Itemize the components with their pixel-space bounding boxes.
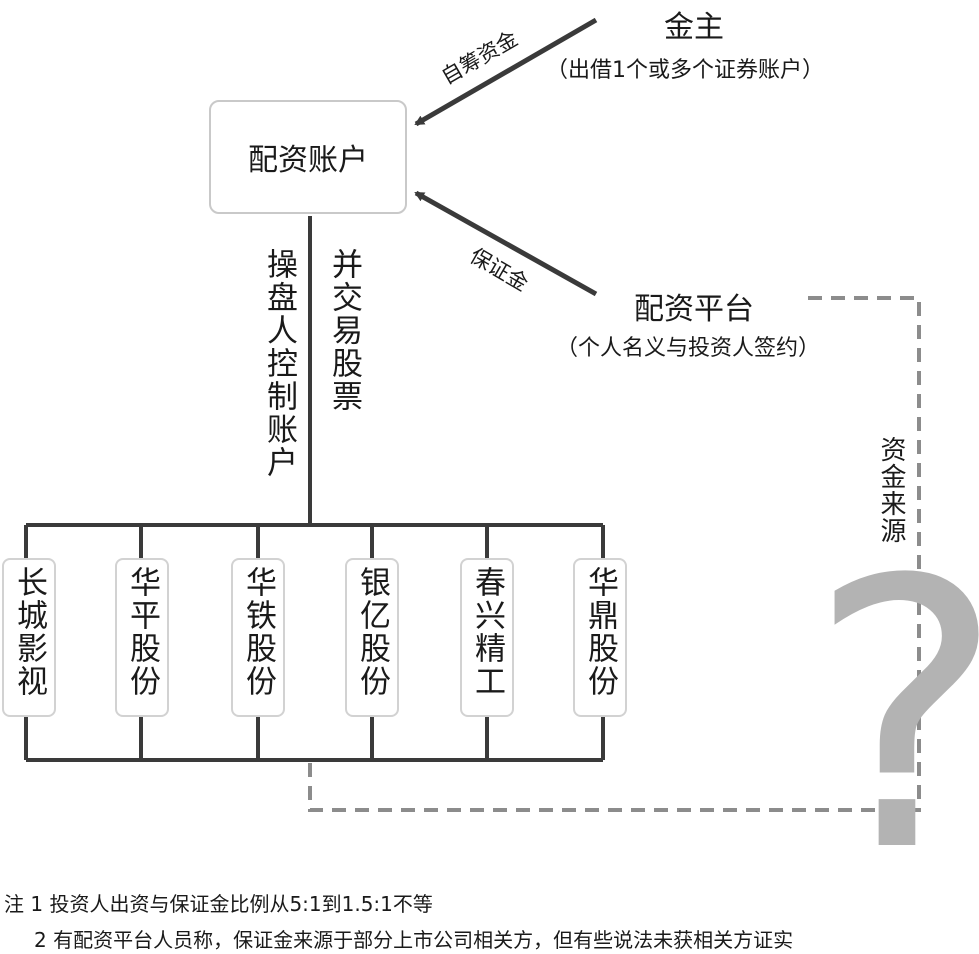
stock-box: 银亿股份 [345,558,399,717]
margin-account-label: 配资账户 [248,143,368,178]
operator-control-label: 操盘人控制账户 [261,248,297,479]
margin-account-box: 配资账户 [209,100,407,214]
stock-box: 春兴精工 [460,558,514,717]
stock-box: 长城影视 [2,558,56,717]
footnote-2: 2 有配资平台人员称，保证金来源于部分上市公司相关方，但有些说法未获相关方证实 [34,928,794,952]
stock-box: 华平股份 [115,558,169,717]
fund-source-label: 资金来源 [876,436,906,544]
stock-connectors [24,525,605,760]
footnote-1: 注 1 投资人出资与保证金比例从5:1到1.5:1不等 [4,892,433,916]
unknown-source-question-mark: ? [808,533,979,903]
trade-stocks-label: 并交易股票 [326,248,362,413]
stock-name: 华铁股份 [240,566,276,698]
stock-name: 春兴精工 [469,566,505,698]
margin-arrow [414,190,598,297]
stock-name: 华平股份 [124,566,160,698]
fund-source-dashed-path [308,296,921,812]
stock-name: 银亿股份 [354,566,390,698]
funder-title: 金主 [664,10,724,45]
platform-subtitle: （个人名义与投资人签约） [556,336,821,361]
self-funds-arrow [414,17,598,127]
stock-name: 长城影视 [11,566,47,698]
funder-subtitle: （出借1个或多个证券账户） [546,58,824,83]
stock-box: 华铁股份 [231,558,285,717]
stock-box: 华鼎股份 [573,558,627,717]
platform-title: 配资平台 [634,292,754,327]
stock-name: 华鼎股份 [582,566,618,698]
